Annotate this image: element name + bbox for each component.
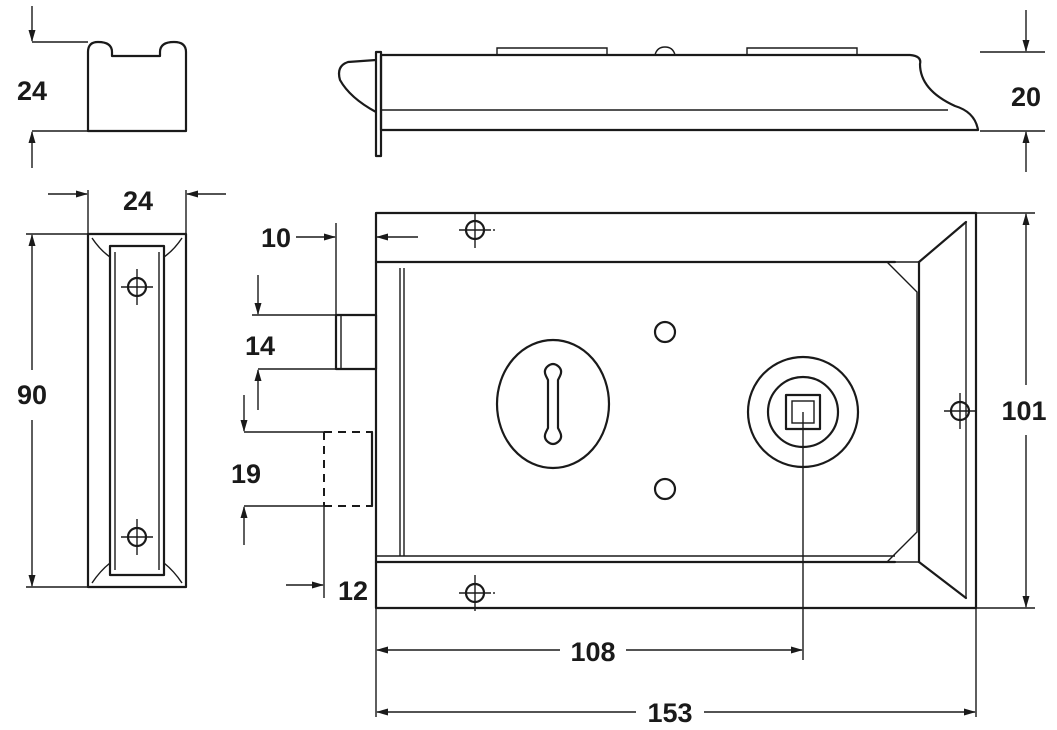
body-height-dimension: 101 [976,212,1047,609]
latch-projection-dimension: 12 [286,506,368,606]
keep-screw-hole-top [121,269,153,305]
lock-front-view [323,211,978,611]
keep-front-view [86,232,188,589]
deadbolt [334,313,378,371]
keep-height-dimension: 24 [17,6,88,168]
bolt-height-label: 14 [245,331,275,361]
latch-height-dimension: 19 [231,395,324,545]
fixing-hole-right [944,393,976,429]
fixing-hole-bottom [459,575,495,611]
rivet-bottom [653,477,677,501]
side-height-label: 20 [1011,82,1041,112]
keep-height-label: 24 [17,76,47,106]
body-height-label: 101 [1001,396,1046,426]
keep-screw-hole-bottom [121,519,153,555]
body-length-label: 153 [647,698,692,728]
lock-side-view [337,46,980,158]
latch-height-label: 19 [231,459,261,489]
body-length-dimension: 153 [376,608,977,728]
keep-length-dimension: 90 [17,233,88,588]
bolt-projection-dimension: 10 [261,223,418,315]
keep-top-view [86,40,188,133]
keyhole-escutcheon [495,338,611,470]
rivet-top [653,320,677,344]
side-height-dimension: 20 [980,10,1045,172]
keep-length-label: 90 [17,380,47,410]
backset-dimension: 108 [375,412,804,717]
keep-width-dimension: 24 [48,186,226,234]
bolt-height-dimension: 14 [245,275,336,410]
bolt-projection-label: 10 [261,223,291,253]
fixing-hole-top [459,212,495,248]
latch-bolt-hidden [323,430,374,508]
backset-label: 108 [570,637,615,667]
keep-width-label: 24 [123,186,153,216]
latch-projection-label: 12 [338,576,368,606]
